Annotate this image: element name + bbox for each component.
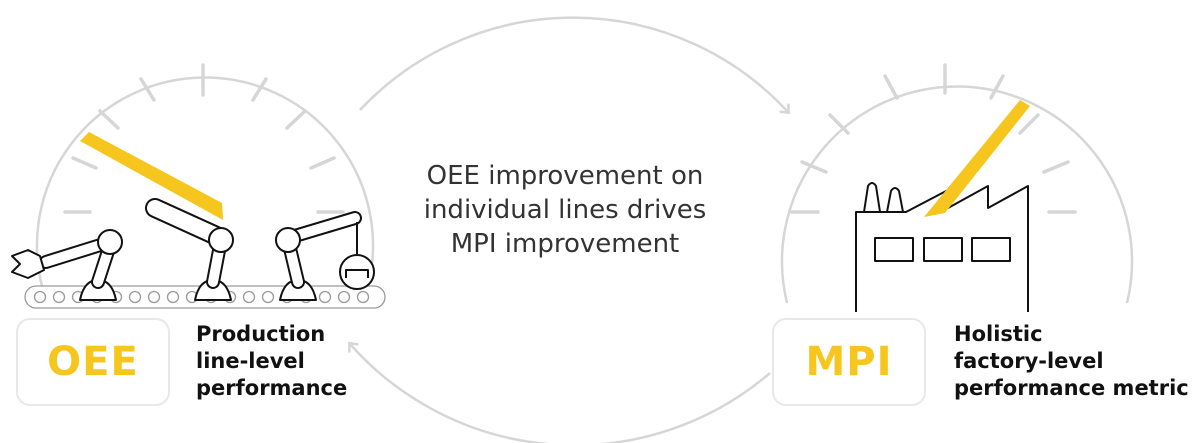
- cycle-arrow-icon: [348, 16, 790, 443]
- oee-badge: OEE: [16, 318, 170, 406]
- robot-arm-icon: [275, 211, 375, 301]
- center-line: MPI improvement: [450, 228, 680, 259]
- mpi-badge: MPI: [772, 318, 926, 406]
- gauge-needle: [924, 100, 1030, 217]
- mpi-caption-line: factory-level: [954, 348, 1104, 373]
- gauge-icon: [35, 63, 375, 291]
- oee-caption-line: performance: [196, 375, 348, 400]
- center-line: OEE improvement on: [426, 161, 704, 191]
- gauge-icon: [780, 63, 1134, 304]
- oee-caption: Production line-level performance: [196, 321, 347, 402]
- robot-arm-icon: [11, 229, 123, 301]
- oee-caption-line: line-level: [196, 348, 305, 373]
- robot-arm-icon: [145, 198, 234, 301]
- mpi-caption-line: Holistic: [954, 322, 1043, 346]
- mpi-caption: Holistic factory-level performance metri…: [954, 321, 1189, 402]
- mpi-badge-label: MPI: [805, 339, 893, 385]
- center-description: OEE improvement on individual lines driv…: [390, 160, 740, 261]
- factory-icon: [855, 182, 1029, 312]
- mpi-caption-line: performance metric: [954, 375, 1189, 400]
- center-line: individual lines drives: [423, 194, 707, 225]
- oee-caption-line: Production: [196, 322, 326, 346]
- oee-badge-label: OEE: [47, 339, 139, 385]
- gauge-needle: [80, 132, 223, 220]
